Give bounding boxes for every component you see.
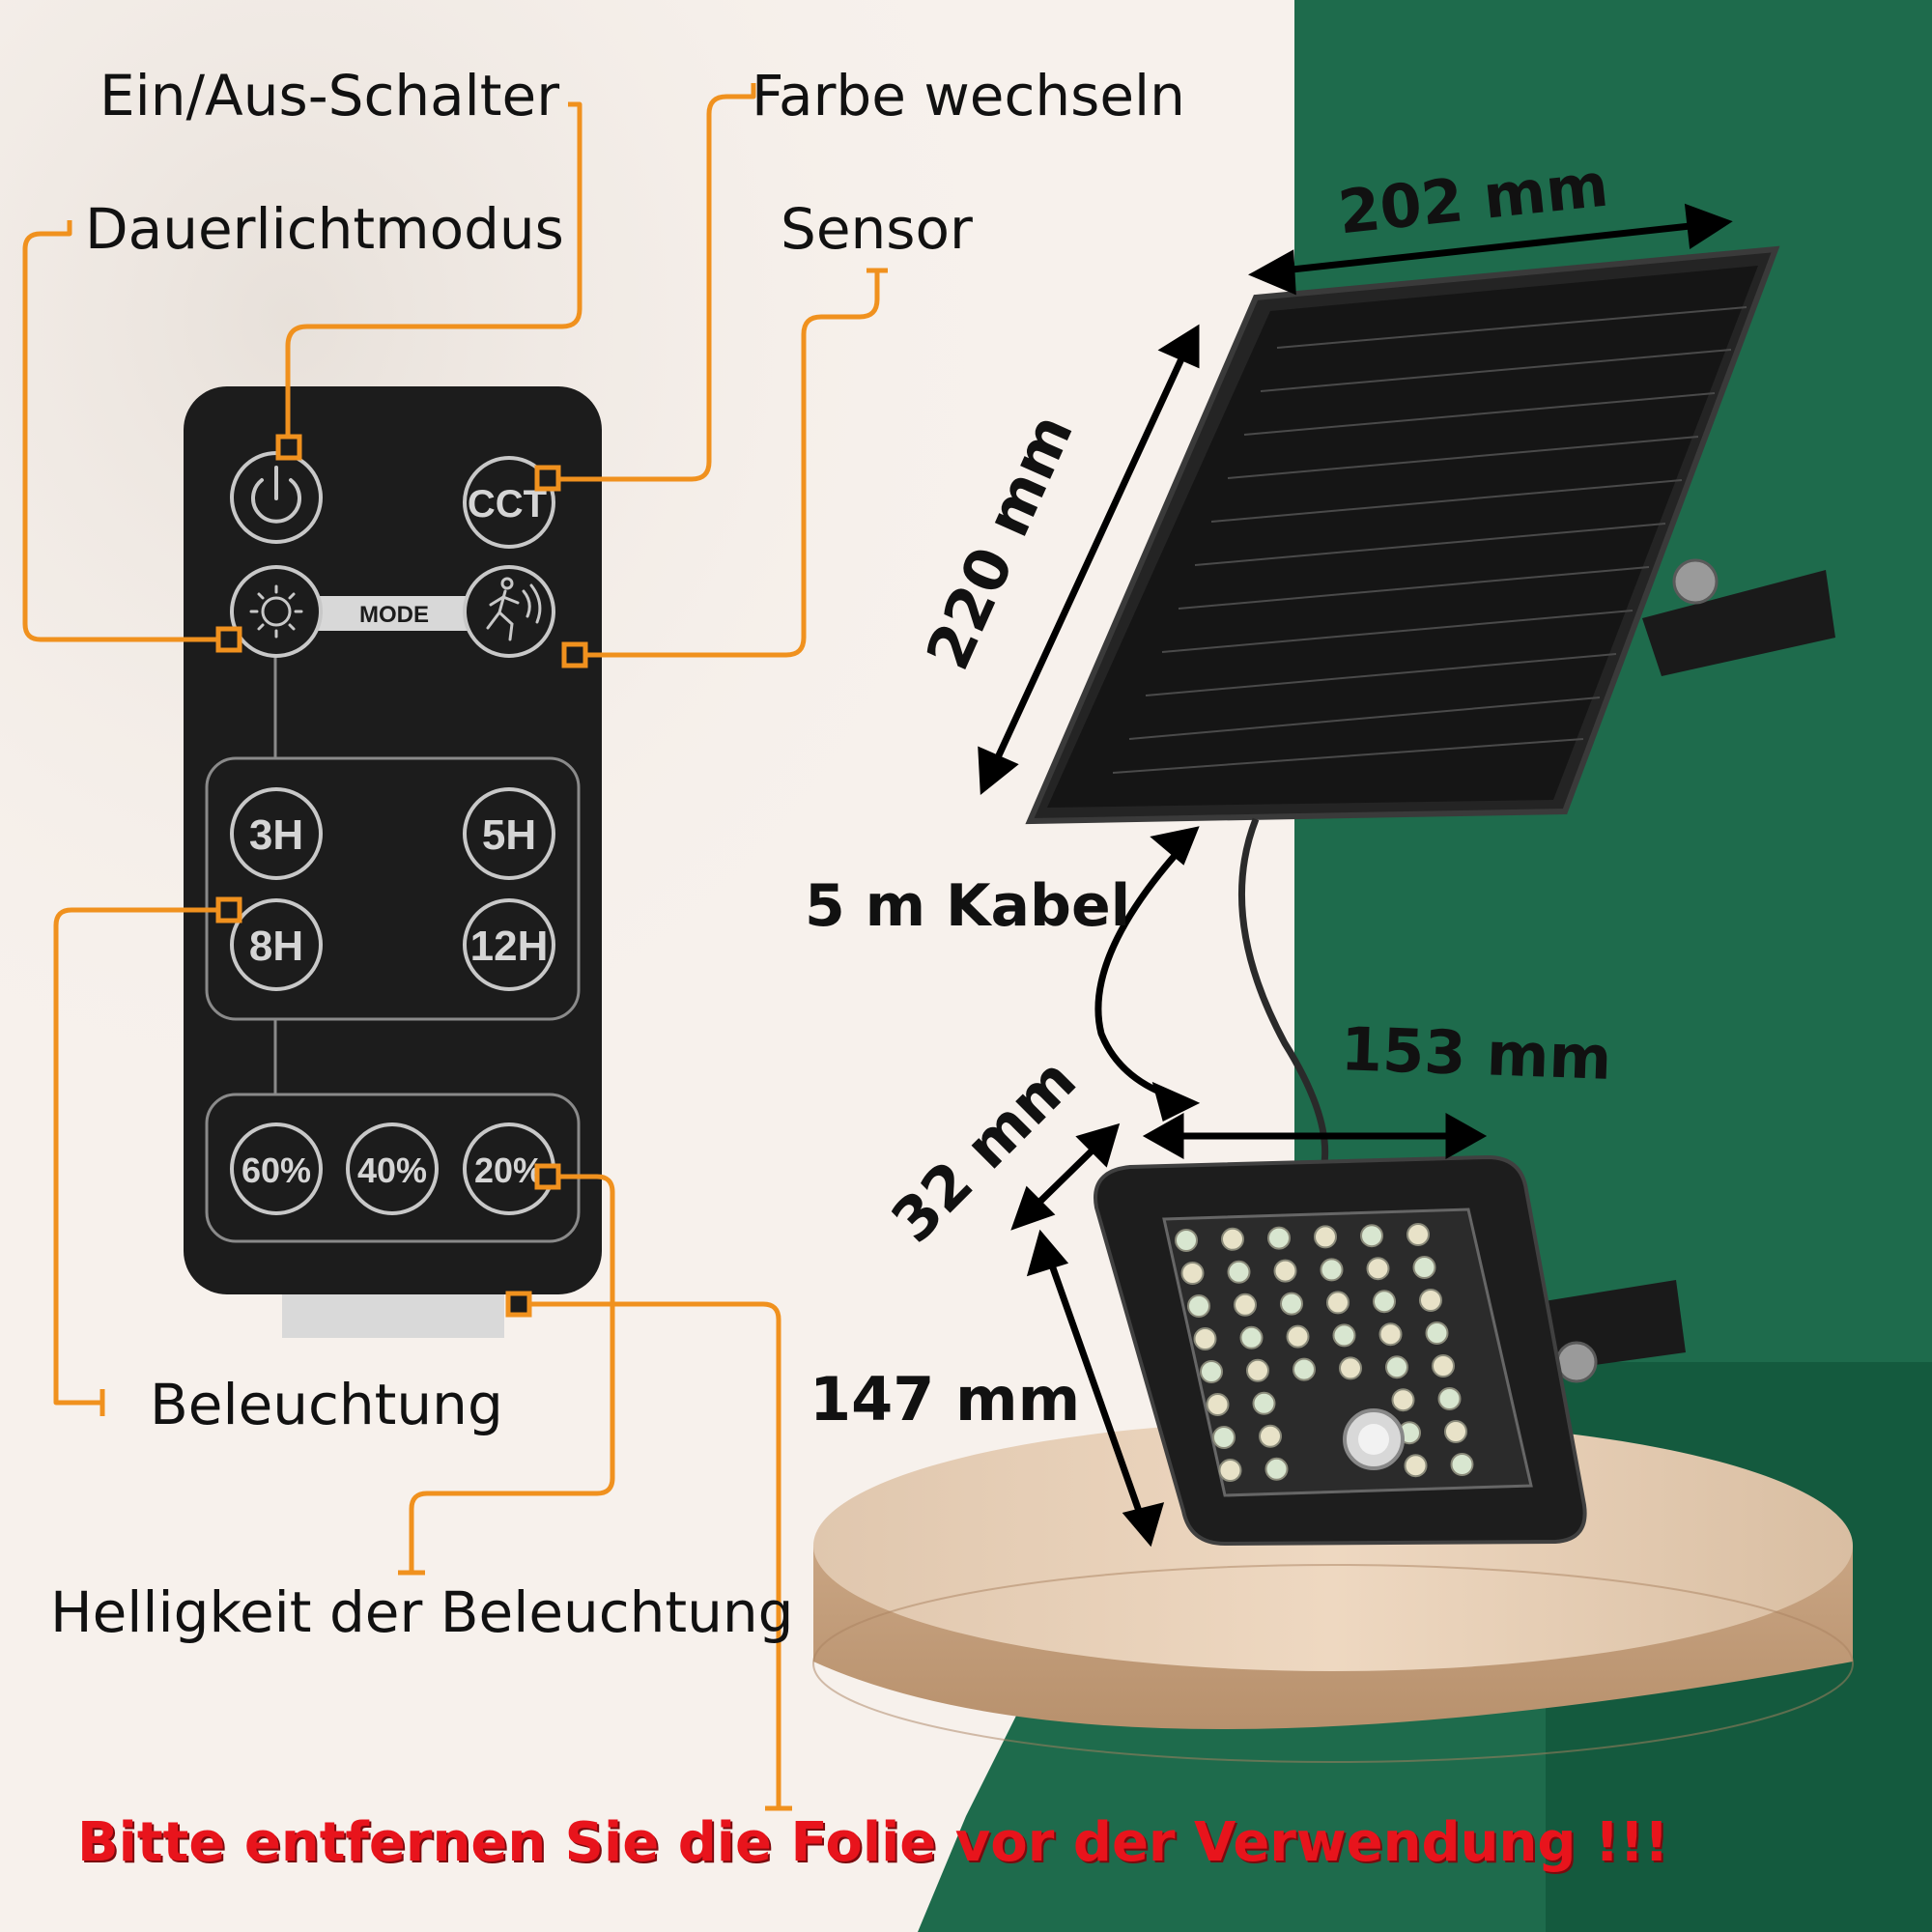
brightness-group-frame <box>205 1093 581 1243</box>
led-chip <box>1326 1291 1350 1315</box>
timer-button-8h[interactable]: 8H <box>230 898 323 991</box>
remote-control: MODE CCT <box>184 386 602 1338</box>
dim-lamp-height: 147 mm <box>810 1364 1081 1435</box>
warning-text: Bitte entfernen Sie die Folie vor der Ve… <box>77 1811 1669 1874</box>
led-chip <box>1200 1360 1223 1383</box>
callout-change-color: Farbe wechseln <box>752 63 1185 128</box>
wooden-podium <box>812 1420 1854 1763</box>
power-icon <box>251 466 301 524</box>
led-chip <box>1320 1258 1344 1282</box>
cct-button[interactable]: CCT <box>463 456 555 549</box>
cable <box>1237 817 1329 1170</box>
timer-group-frame <box>205 756 581 1021</box>
cct-label: CCT <box>468 483 547 526</box>
panel-cells <box>1047 266 1758 808</box>
led-chip <box>1175 1229 1198 1252</box>
led-chip <box>1227 1260 1251 1284</box>
led-chip <box>1444 1420 1467 1443</box>
timer-button-12h[interactable]: 12H <box>463 898 555 991</box>
led-chip <box>1212 1426 1236 1449</box>
led-chip <box>1378 1322 1403 1347</box>
led-chip <box>1246 1358 1269 1382</box>
brightness-button-60[interactable]: 60% <box>230 1122 323 1215</box>
led-chip <box>1425 1321 1449 1345</box>
led-chip <box>1404 1454 1428 1478</box>
svg-text:40%: 40% <box>357 1151 427 1190</box>
led-array <box>1175 1223 1474 1482</box>
led-chip <box>1286 1324 1310 1349</box>
dim-lamp-width: 153 mm <box>1339 1013 1613 1094</box>
dim-cable: 5 m Kabel <box>805 872 1131 940</box>
callout-illumination: Beleuchtung <box>150 1372 503 1437</box>
led-chip <box>1267 1226 1291 1250</box>
led-chip <box>1293 1357 1316 1381</box>
panel-bolt <box>1672 558 1719 605</box>
svg-text:12H: 12H <box>470 923 549 970</box>
callout-connectors <box>22 83 888 1811</box>
timer-button-3h[interactable]: 3H <box>230 787 323 880</box>
callout-continuous-mode: Dauerlichtmodus <box>85 196 564 262</box>
led-chip <box>1432 1354 1455 1378</box>
led-chip <box>1450 1453 1474 1476</box>
led-chip <box>1252 1391 1276 1415</box>
led-chip <box>1412 1256 1436 1279</box>
callout-brightness: Helligkeit der Beleuchtung <box>50 1579 794 1645</box>
svg-text:20%: 20% <box>474 1151 544 1190</box>
svg-text:8H: 8H <box>249 923 303 970</box>
led-chip <box>1366 1257 1390 1281</box>
led-chip <box>1391 1388 1415 1412</box>
led-chip <box>1180 1262 1205 1285</box>
led-chip <box>1406 1223 1430 1246</box>
panel-bracket <box>1642 570 1835 676</box>
dimension-arrows <box>978 203 1733 1548</box>
led-chip <box>1193 1327 1217 1350</box>
led-chip <box>1314 1225 1337 1249</box>
led-chip <box>1206 1393 1230 1416</box>
svg-text:5H: 5H <box>482 811 536 859</box>
callout-sensor: Sensor <box>781 196 973 262</box>
callout-power-switch: Ein/Aus-Schalter <box>99 63 560 128</box>
led-chip <box>1264 1457 1289 1481</box>
brightness-button-40[interactable]: 40% <box>346 1122 439 1215</box>
led-chip <box>1419 1289 1442 1312</box>
power-button[interactable] <box>230 451 323 544</box>
led-chip <box>1259 1424 1282 1448</box>
lamp-bolt <box>1555 1341 1598 1383</box>
led-chip <box>1221 1227 1244 1251</box>
mode-label: MODE <box>359 602 429 628</box>
led-floodlight <box>1094 1154 1686 1547</box>
led-chip <box>1239 1325 1264 1350</box>
solar-panel <box>1025 245 1835 825</box>
led-chip <box>1218 1459 1242 1482</box>
svg-text:3H: 3H <box>249 811 303 859</box>
led-chip <box>1385 1355 1408 1379</box>
panel-cell-lines <box>1112 306 1747 774</box>
svg-text:60%: 60% <box>242 1151 311 1190</box>
led-chip <box>1273 1259 1297 1283</box>
sun-icon <box>249 584 303 639</box>
led-chip <box>1332 1323 1356 1348</box>
led-chip <box>1280 1292 1303 1316</box>
led-chip <box>1437 1387 1462 1410</box>
led-chip <box>1339 1356 1362 1380</box>
timer-button-5h[interactable]: 5H <box>463 787 555 880</box>
led-chip <box>1373 1290 1396 1314</box>
motion-sensor-icon <box>486 577 542 641</box>
brightness-button-20[interactable]: 20% <box>463 1122 555 1215</box>
led-chip <box>1360 1224 1383 1248</box>
lamp-lens <box>1162 1208 1533 1497</box>
callout-anchors <box>215 434 588 1318</box>
continuous-light-button[interactable] <box>230 565 323 658</box>
led-chip <box>1234 1293 1257 1317</box>
motion-sensor-button[interactable] <box>463 565 555 658</box>
led-chip <box>1187 1294 1210 1318</box>
